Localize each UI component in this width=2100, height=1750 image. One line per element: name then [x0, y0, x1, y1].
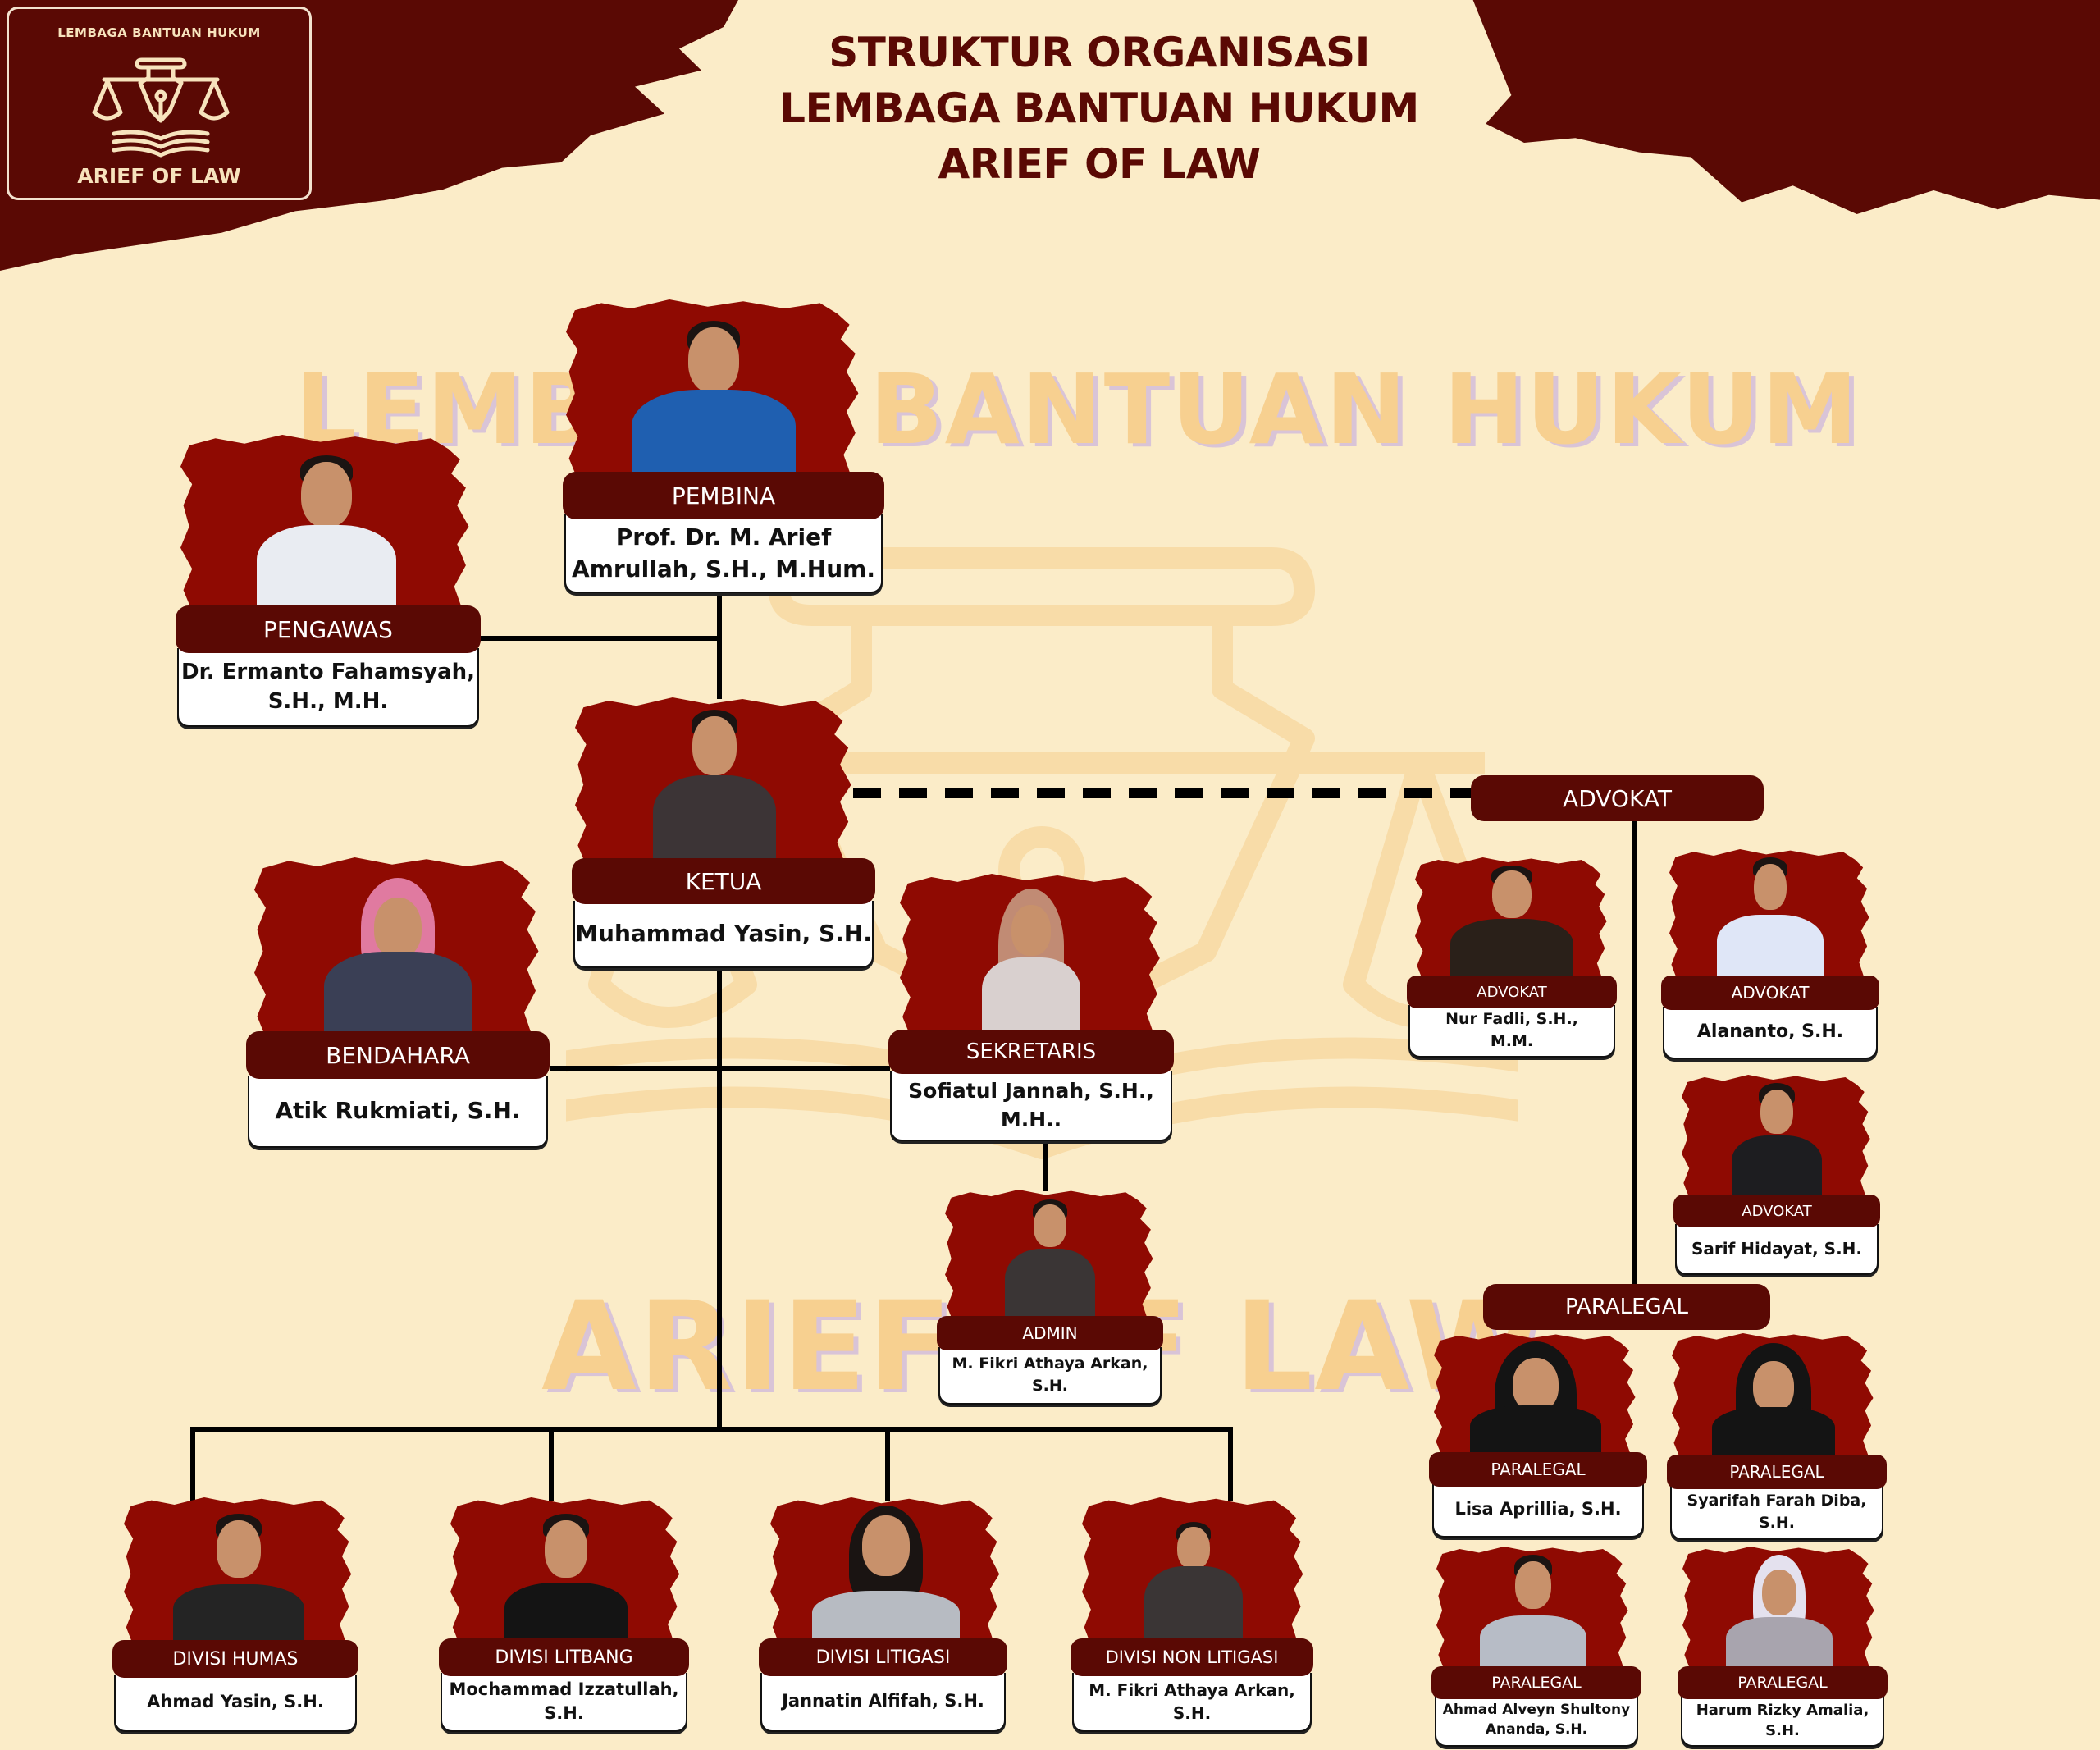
photo-paralegal-4	[1682, 1547, 1874, 1670]
role-label-paralegal-4: PARALEGAL	[1678, 1666, 1888, 1699]
role-label-divisi-litigasi: DIVISI LITIGASI	[759, 1638, 1007, 1676]
card-pengawas: PENGAWAS Dr. Ermanto Fahamsyah,S.H., M.H…	[176, 435, 481, 729]
name-box-sekretaris: Sofiatul Jannah, S.H.,M.H..	[890, 1071, 1172, 1141]
connector-bendahara-sekretaris	[550, 1066, 890, 1071]
page-title: STRUKTUR ORGANISASI LEMBAGA BANTUAN HUKU…	[738, 25, 1460, 192]
name-box-bendahara: Atik Rukmiati, S.H.	[248, 1076, 548, 1148]
photo-divisi-non-litigasi	[1082, 1497, 1303, 1645]
photo-advokat-3	[1682, 1075, 1870, 1198]
name-box-divisi-litigasi: Jannatin Alfifah, S.H.	[760, 1673, 1006, 1732]
photo-paralegal-2	[1672, 1333, 1874, 1458]
role-label-sekretaris: SEKRETARIS	[888, 1030, 1174, 1074]
name-box-paralegal-2: Syarifah Farah Diba,S.H.	[1670, 1486, 1883, 1540]
photo-divisi-litbang	[450, 1497, 680, 1645]
role-label-advokat-3: ADVOKAT	[1673, 1195, 1880, 1227]
photo-advokat-1	[1415, 857, 1607, 980]
connector-drop-litbang	[549, 1427, 554, 1501]
photo-paralegal-3	[1436, 1547, 1628, 1670]
name-box-divisi-humas: Ahmad Yasin, S.H.	[114, 1675, 357, 1732]
photo-bendahara	[254, 857, 539, 1038]
role-label-bendahara: BENDAHARA	[246, 1031, 550, 1079]
organization-logo: LEMBAGA BANTUAN HUKUM ARIEF OF LAW	[7, 7, 312, 200]
watermark-text-top: LEMBAGA BANTUAN HUKUM	[295, 353, 1860, 466]
connector-pembina-ketua	[717, 592, 722, 699]
photo-divisi-litigasi	[770, 1497, 1000, 1645]
logo-bottom-text: ARIEF OF LAW	[77, 164, 241, 188]
photo-pembina	[566, 299, 859, 480]
name-box-ketua: Muhammad Yasin, S.H.	[573, 901, 874, 968]
connector-ketua-advokat-dashed	[853, 788, 1471, 798]
card-bendahara: BENDAHARA Atik Rukmiati, S.H.	[246, 857, 550, 1149]
connector-division-bus	[190, 1427, 1233, 1432]
photo-admin	[945, 1190, 1153, 1323]
photo-ketua	[575, 697, 851, 866]
card-admin: ADMIN M. Fikri Athaya Arkan,S.H.	[937, 1190, 1163, 1406]
card-divisi-litbang: DIVISI LITBANG Mochammad Izzatullah,S.H.	[439, 1497, 689, 1732]
paralegal-header: PARALEGAL	[1483, 1284, 1770, 1330]
role-label-divisi-litbang: DIVISI LITBANG	[439, 1638, 689, 1676]
title-line-1: STRUKTUR ORGANISASI	[829, 29, 1370, 76]
advokat-header: ADVOKAT	[1471, 775, 1764, 821]
name-box-paralegal-1: Lisa Aprillia, S.H.	[1432, 1483, 1644, 1538]
connector-sekretaris-admin	[1043, 1140, 1048, 1191]
title-line-2: LEMBAGA BANTUAN HUKUM	[779, 85, 1419, 132]
connector-advokat-paralegal	[1632, 820, 1637, 1285]
connector-drop-nonlitigasi	[1228, 1427, 1233, 1501]
title-line-3: ARIEF OF LAW	[938, 140, 1261, 188]
connector-drop-humas	[190, 1427, 195, 1501]
connector-ketua-trunk	[717, 968, 722, 1432]
role-label-advokat-1: ADVOKAT	[1407, 976, 1617, 1008]
name-box-admin: M. Fikri Athaya Arkan,S.H.	[938, 1347, 1162, 1405]
card-sekretaris: SEKRETARIS Sofiatul Jannah, S.H.,M.H..	[888, 874, 1174, 1141]
name-box-advokat-1: Nur Fadli, S.H.,M.M.	[1408, 1005, 1615, 1058]
photo-sekretaris	[900, 874, 1160, 1036]
name-box-advokat-2: Alananto, S.H.	[1663, 1007, 1878, 1059]
brush-stroke-top-right	[1472, 0, 2100, 214]
name-box-pengawas: Dr. Ermanto Fahamsyah,S.H., M.H.	[177, 648, 479, 727]
name-box-advokat-3: Sarif Hidayat, S.H.	[1675, 1224, 1879, 1275]
card-advokat-1: ADVOKAT Nur Fadli, S.H.,M.M.	[1407, 857, 1617, 1059]
photo-paralegal-1	[1434, 1333, 1636, 1456]
card-paralegal-2: PARALEGAL Syarifah Farah Diba,S.H.	[1667, 1333, 1887, 1542]
name-box-divisi-non-litigasi: M. Fikri Athaya Arkan,S.H.	[1072, 1673, 1312, 1732]
photo-pengawas	[180, 435, 469, 611]
role-label-pembina: PEMBINA	[563, 472, 884, 519]
card-advokat-2: ADVOKAT Alananto, S.H.	[1661, 849, 1879, 1061]
role-label-paralegal-1: PARALEGAL	[1429, 1452, 1647, 1487]
card-paralegal-1: PARALEGAL Lisa Aprillia, S.H.	[1429, 1333, 1647, 1540]
role-label-pengawas: PENGAWAS	[176, 605, 481, 653]
photo-advokat-2	[1669, 849, 1869, 980]
role-label-paralegal-3: PARALEGAL	[1431, 1666, 1641, 1699]
role-label-divisi-non-litigasi: DIVISI NON LITIGASI	[1071, 1638, 1313, 1676]
card-advokat-3: ADVOKAT Sarif Hidayat, S.H.	[1673, 1075, 1880, 1277]
role-label-advokat-2: ADVOKAT	[1661, 976, 1879, 1010]
scales-pen-book-icon	[92, 57, 230, 158]
card-divisi-litigasi: DIVISI LITIGASI Jannatin Alfifah, S.H.	[759, 1497, 1007, 1732]
card-paralegal-4: PARALEGAL Harum Rizky Amalia,S.H.	[1678, 1547, 1888, 1748]
role-label-admin: ADMIN	[937, 1316, 1163, 1350]
card-ketua: KETUA Muhammad Yasin, S.H.	[572, 697, 875, 970]
role-label-ketua: KETUA	[572, 858, 875, 904]
card-divisi-non-litigasi: DIVISI NON LITIGASI M. Fikri Athaya Arka…	[1071, 1497, 1313, 1732]
card-divisi-humas: DIVISI HUMAS Ahmad Yasin, S.H.	[112, 1497, 358, 1732]
role-label-divisi-humas: DIVISI HUMAS	[112, 1640, 358, 1678]
photo-divisi-humas	[124, 1497, 352, 1645]
connector-pengawas	[480, 636, 722, 641]
logo-top-text: LEMBAGA BANTUAN HUKUM	[57, 25, 261, 40]
connector-drop-litigasi	[885, 1427, 890, 1501]
name-box-divisi-litbang: Mochammad Izzatullah,S.H.	[441, 1673, 687, 1732]
role-label-paralegal-2: PARALEGAL	[1667, 1455, 1887, 1489]
name-box-paralegal-4: Harum Rizky Amalia,S.H.	[1681, 1696, 1884, 1747]
